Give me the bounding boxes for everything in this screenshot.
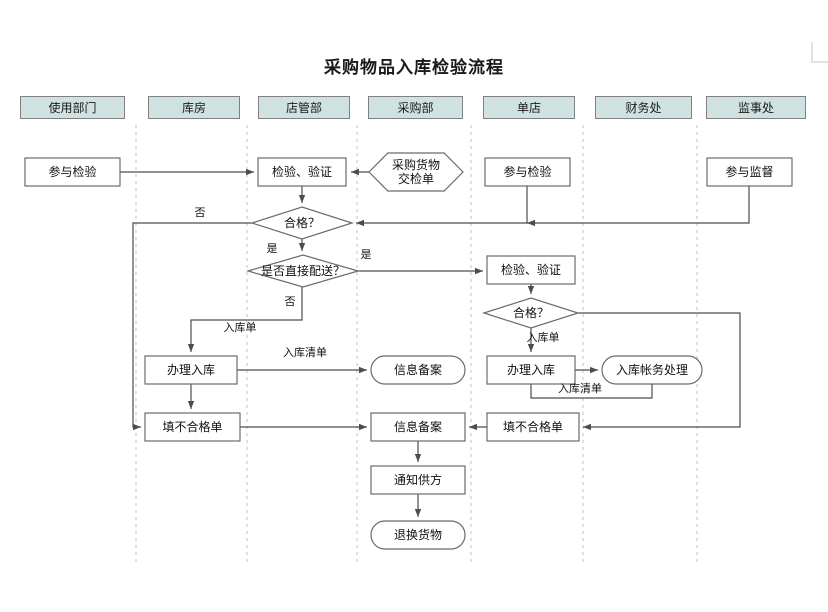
connector-hege-no-left (132, 222, 252, 431)
flow-nodes: 参与检验检验、验证采购货物交检单参与检验参与监督合格？是否直接配送？检验、验证合… (24, 152, 793, 550)
node-n4[interactable]: 参与检验 (484, 157, 571, 187)
connector-peisong-no-down (187, 287, 303, 352)
node-n15[interactable]: 信息备案 (370, 412, 466, 442)
edge-label-4: 入库单 (224, 321, 257, 334)
node-label-n13: 入库帐务处理 (616, 362, 688, 377)
node-n11[interactable]: 信息备案 (370, 355, 466, 385)
edge-label-3: 否 (285, 295, 296, 308)
node-label-n16: 填不合格单 (503, 419, 563, 434)
node-n8[interactable]: 检验、验证 (486, 255, 576, 285)
node-label-n5: 参与监督 (725, 164, 773, 179)
node-label-n12: 办理入库 (507, 362, 555, 377)
page-title: 采购物品入库检验流程 (324, 58, 504, 78)
node-n3[interactable]: 采购货物交检单 (368, 152, 464, 192)
swimlane-header-7: 监事处 (706, 96, 806, 119)
edge-label-6: 入库清单 (283, 346, 327, 359)
swimlane-header-5: 单店 (483, 96, 575, 119)
node-n17[interactable]: 通知供方 (370, 465, 466, 495)
connector-jianshi-down (527, 186, 750, 227)
page-corner-mark (811, 42, 828, 63)
node-label-n1: 参与检验 (48, 164, 96, 179)
connector-banli2-down-zhangwu (530, 374, 656, 399)
node-n5[interactable]: 参与监督 (706, 157, 793, 187)
node-n13[interactable]: 入库帐务处理 (601, 355, 703, 385)
node-n12[interactable]: 办理入库 (486, 355, 576, 385)
node-label-n15: 信息备案 (394, 419, 442, 434)
swimlane-header-3: 店管部 (258, 96, 350, 119)
swimlane-header-2: 库房 (148, 96, 240, 119)
node-label-n8: 检验、验证 (501, 262, 561, 277)
node-label-n9: 合格？ (513, 305, 549, 320)
node-label-n3: 采购货物交检单 (392, 157, 440, 186)
node-label-n6: 合格？ (284, 215, 320, 230)
node-label-n7: 是否直接配送？ (261, 263, 345, 278)
node-label-n4: 参与检验 (503, 164, 551, 179)
node-label-n10: 办理入库 (167, 362, 215, 377)
node-n10[interactable]: 办理入库 (144, 355, 238, 385)
node-label-n18: 退换货物 (394, 527, 442, 542)
flow-connectors (120, 168, 750, 517)
node-label-n2: 检验、验证 (272, 164, 332, 179)
node-n1[interactable]: 参与检验 (24, 157, 121, 187)
edge-label-1: 是 (267, 242, 278, 255)
node-label-n14: 填不合格单 (162, 419, 222, 434)
node-n2[interactable]: 检验、验证 (257, 157, 347, 187)
swimlane-header-4: 采购部 (368, 96, 463, 119)
node-n7[interactable]: 是否直接配送？ (245, 254, 361, 288)
edge-label-5: 入库单 (527, 331, 560, 344)
node-n16[interactable]: 填不合格单 (486, 412, 580, 442)
node-label-n11: 信息备案 (394, 362, 442, 377)
connector-labels: 否是是否入库单入库单入库清单入库清单 (195, 206, 603, 395)
node-n14[interactable]: 填不合格单 (144, 412, 241, 442)
edge-label-0: 否 (195, 206, 206, 219)
node-label-n17: 通知供方 (394, 472, 442, 487)
node-n6[interactable]: 合格？ (250, 206, 354, 240)
node-n18[interactable]: 退换货物 (370, 520, 466, 550)
edge-label-2: 是 (361, 248, 372, 261)
edge-label-7: 入库清单 (558, 382, 602, 395)
swimlane-header-6: 财务处 (595, 96, 692, 119)
swimlane-header-1: 使用部门 (20, 96, 125, 119)
node-n9[interactable]: 合格？ (482, 297, 580, 329)
connector-hege2-no-right (578, 312, 741, 431)
